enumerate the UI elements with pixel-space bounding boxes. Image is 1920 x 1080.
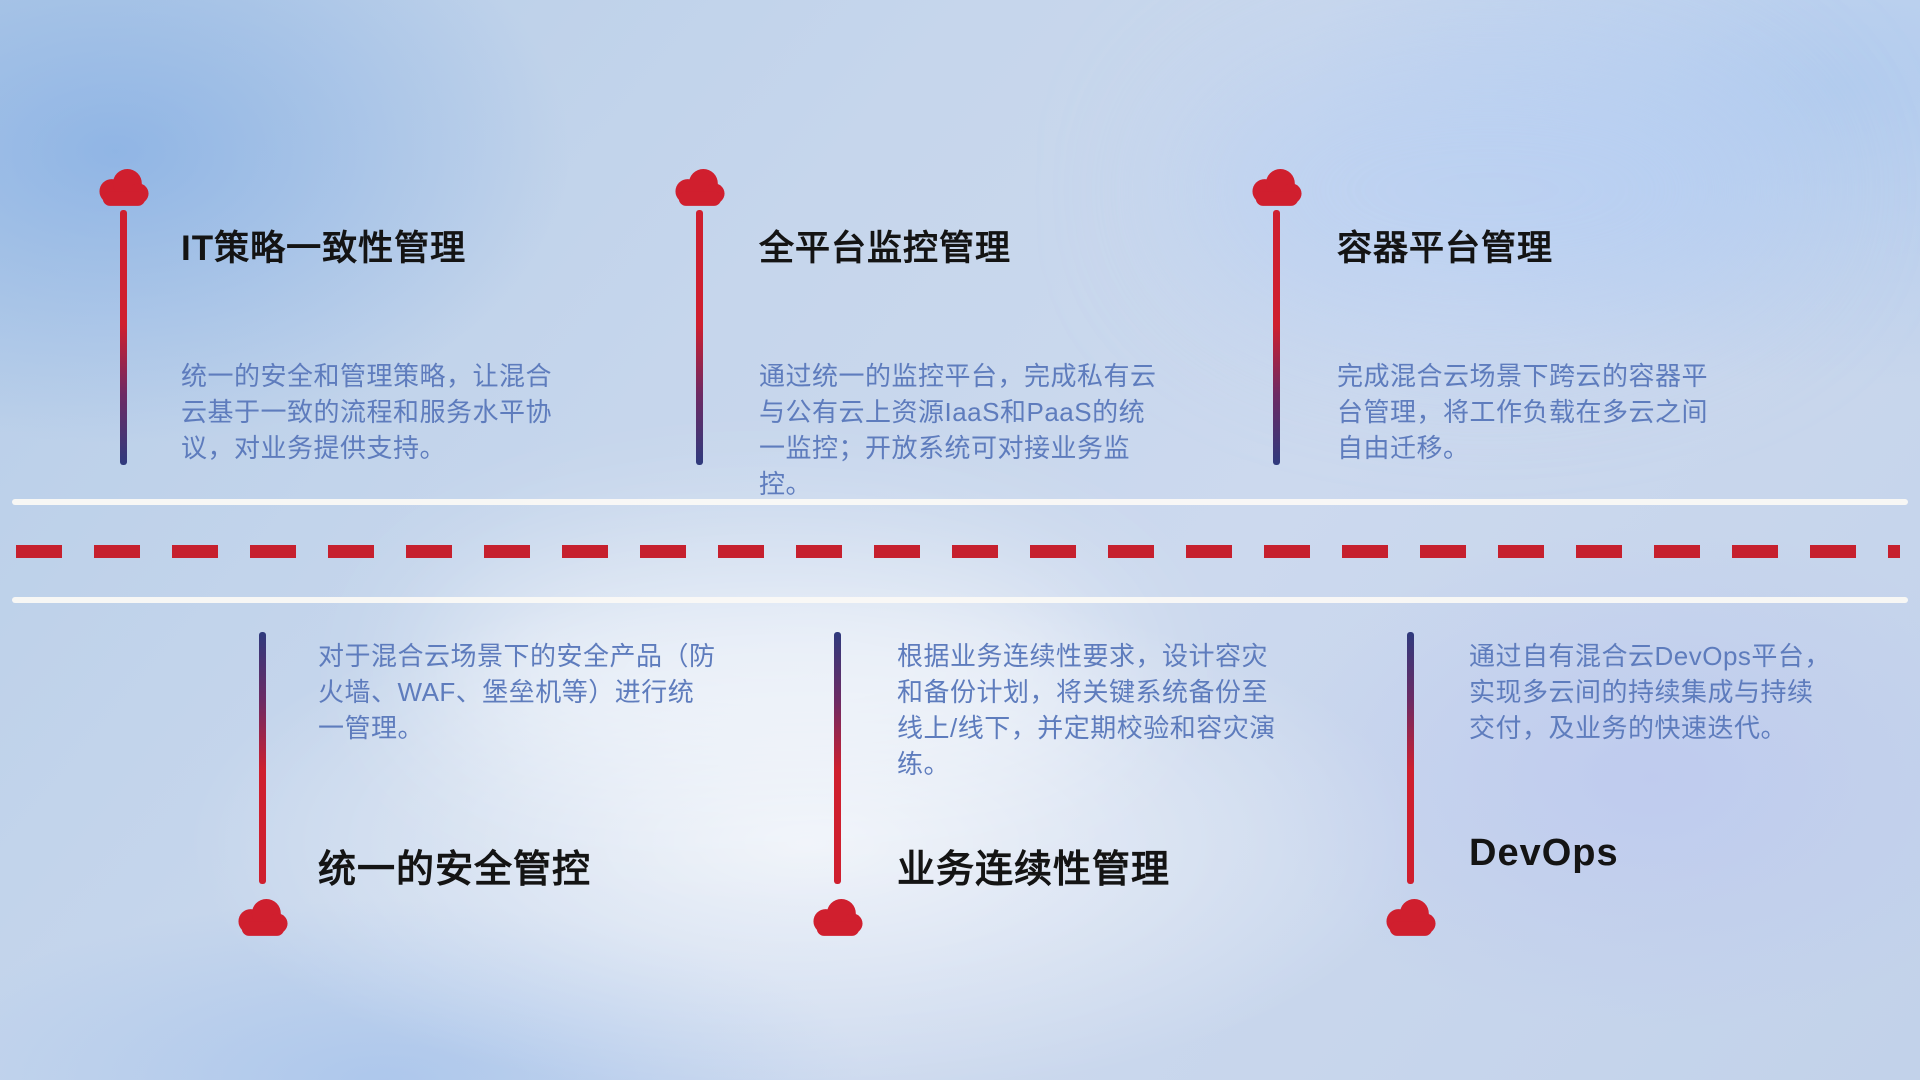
cloud-icon <box>1386 899 1436 936</box>
road-dashed-centerline <box>16 545 1900 558</box>
feature-description: 对于混合云场景下的安全产品（防火墙、WAF、堡垒机等）进行统一管理。 <box>318 641 716 743</box>
timeline-stem <box>834 632 841 884</box>
feature-title: DevOps <box>1469 832 1619 874</box>
road-edge-top <box>12 499 1908 505</box>
feature-description: 统一的安全和管理策略，让混合云基于一致的流程和服务水平协议，对业务提供支持。 <box>181 361 553 463</box>
feature-description: 通过统一的监控平台，完成私有云与公有云上资源IaaS和PaaS的统一监控；开放系… <box>759 361 1157 499</box>
feature-title: 统一的安全管控 <box>318 849 592 891</box>
feature-title: IT策略一致性管理 <box>181 229 467 268</box>
timeline-stem <box>696 210 703 465</box>
cloud-icon <box>238 899 288 936</box>
feature-description: 完成混合云场景下跨云的容器平台管理，将工作负载在多云之间自由迁移。 <box>1337 361 1709 463</box>
timeline-stem <box>1407 632 1414 884</box>
cloud-icon <box>675 169 725 206</box>
cloud-icon <box>813 899 863 936</box>
road-edge-bottom <box>12 597 1908 603</box>
feature-title: 业务连续性管理 <box>897 849 1171 891</box>
feature-title: 容器平台管理 <box>1337 229 1554 268</box>
feature-description: 通过自有混合云DevOps平台，实现多云间的持续集成与持续交付，及业务的快速迭代… <box>1469 641 1831 743</box>
feature-title: 全平台监控管理 <box>759 229 1012 268</box>
feature-description: 根据业务连续性要求，设计容灾和备份计划，将关键系统备份至线上/线下，并定期校验和… <box>897 641 1276 779</box>
cloud-icon <box>1252 169 1302 206</box>
cloud-icon <box>99 169 149 206</box>
timeline-stem <box>120 210 127 465</box>
timeline-stem <box>259 632 266 884</box>
timeline-stem <box>1273 210 1280 465</box>
